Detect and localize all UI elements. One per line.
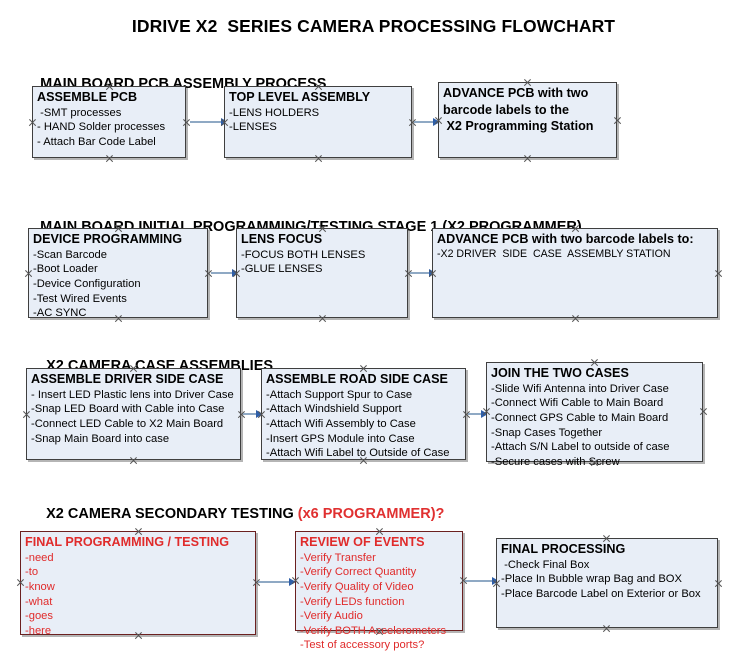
- process-box-final-processing[interactable]: FINAL PROCESSING -Check Final Box -Place…: [496, 538, 718, 628]
- box-line: -Verify BOTH Accelerometers: [300, 624, 447, 637]
- box-line-overflow: -Test of accessory ports?: [300, 639, 425, 652]
- box-line: -Slide Wifi Antenna into Driver Case: [491, 382, 669, 395]
- process-box-device-programming[interactable]: DEVICE PROGRAMMING -Scan Barcode -Boot L…: [28, 228, 208, 321]
- box-line: barcode labels to the: [443, 102, 569, 117]
- box-line: - HAND Solder processes: [37, 121, 166, 134]
- box-title: TOP LEVEL ASSEMBLY: [229, 90, 371, 104]
- box-line: -Insert GPS Module into Case: [266, 432, 415, 445]
- box-line: -Snap Main Board into case: [31, 432, 170, 445]
- box-line: -X2 DRIVER SIDE CASE ASSEMBLY STATION: [437, 247, 671, 260]
- box-title: JOIN THE TWO CASES: [491, 366, 629, 380]
- arrow-connector: [414, 117, 440, 127]
- box-title: FINAL PROCESSING: [501, 542, 626, 556]
- box-line: - Attach Bar Code Label: [37, 135, 156, 148]
- box-title: REVIEW OF EVENTS: [300, 535, 425, 549]
- process-box-lens-focus[interactable]: LENS FOCUS -FOCUS BOTH LENSES -GLUE LENS…: [236, 228, 408, 318]
- box-line: -FOCUS BOTH LENSES: [241, 248, 366, 261]
- box-title: FINAL PROGRAMMING / TESTING: [25, 535, 230, 549]
- box-line: -Snap Cases Together: [491, 426, 603, 439]
- box-line: -what: [25, 595, 53, 608]
- box-line: -Verify Correct Quantity: [300, 566, 417, 579]
- arrow-connector: [190, 117, 228, 127]
- arrow-connector: [468, 409, 488, 419]
- process-box-review-of-events[interactable]: REVIEW OF EVENTS -Verify Transfer -Verif…: [295, 531, 463, 651]
- box-line: -Place In Bubble wrap Bag and BOX: [501, 573, 682, 586]
- box-line: -Verify Audio: [300, 610, 363, 623]
- box-line: -GLUE LENSES: [241, 263, 323, 276]
- box-line: -need: [25, 551, 54, 564]
- box-line: -Boot Loader: [33, 263, 98, 276]
- arrow-connector: [258, 577, 296, 587]
- box-title: ADVANCE PCB with two barcode labels to:: [437, 232, 694, 246]
- box-line: -Attach S/N Label to outside of case: [491, 441, 670, 454]
- box-lines: -Check Final Box -Place In Bubble wrap B…: [501, 558, 714, 602]
- box-lines: -LENS HOLDERS -LENSES: [229, 106, 408, 135]
- box-line: -Scan Barcode: [33, 248, 108, 261]
- box-line: -to: [25, 566, 39, 579]
- box-line: -Verify Quality of Video: [300, 580, 414, 593]
- box-lines: -Attach Support Spur to Case -Attach Win…: [266, 388, 462, 461]
- box-line: -Check Final Box: [501, 558, 590, 571]
- process-box-top-level-assembly[interactable]: TOP LEVEL ASSEMBLY -LENS HOLDERS -LENSES: [224, 86, 412, 158]
- box-line: -goes: [25, 610, 53, 623]
- box-line: -Snap LED Board with Cable into Case: [31, 403, 225, 416]
- section-heading-text: X2 CAMERA SECONDARY TESTING: [46, 506, 298, 522]
- box-lines: barcode labels to the X2 Programming Sta…: [443, 102, 613, 135]
- box-title: LENS FOCUS: [241, 232, 323, 246]
- box-line: -Verify LEDs function: [300, 595, 405, 608]
- section-heading-x2-camera-secondary-testing: X2 CAMERA SECONDARY TESTING (x6 PROGRAMM…: [30, 490, 444, 538]
- process-box-assemble-driver-side-case[interactable]: ASSEMBLE DRIVER SIDE CASE - Insert LED P…: [26, 368, 241, 460]
- box-line: -SMT processes: [37, 106, 122, 119]
- section-heading-accent: (x6 PROGRAMMER)?: [297, 506, 445, 522]
- box-title: ADVANCE PCB with two: [443, 86, 589, 100]
- arrow-connector: [211, 268, 239, 278]
- box-line: -know: [25, 580, 55, 593]
- process-box-final-programming-testing[interactable]: FINAL PROGRAMMING / TESTING -need -to -k…: [20, 531, 256, 638]
- box-line: -Device Configuration: [33, 277, 141, 290]
- process-box-advance-pcb-driver-side-case[interactable]: ADVANCE PCB with two barcode labels to: …: [432, 228, 718, 318]
- box-line: -Attach Windshield Support: [266, 403, 402, 416]
- arrow-connector: [465, 576, 499, 586]
- process-box-join-the-two-cases[interactable]: JOIN THE TWO CASES -Slide Wifi Antenna i…: [486, 362, 703, 468]
- process-box-assemble-pcb[interactable]: ASSEMBLE PCB -SMT processes - HAND Solde…: [32, 86, 186, 158]
- box-lines: -Scan Barcode -Boot Loader -Device Confi…: [33, 248, 204, 321]
- box-lines: -need -to -know -what -goes -here: [25, 551, 252, 638]
- box-line: -LENSES: [229, 121, 277, 134]
- box-line: -AC SYNC: [33, 307, 87, 320]
- box-lines: - Insert LED Plastic lens into Driver Ca…: [31, 388, 237, 446]
- box-lines: -Slide Wifi Antenna into Driver Case -Co…: [491, 382, 699, 469]
- box-line: -Attach Wifi Assembly to Case: [266, 417, 416, 430]
- box-line: -Verify Transfer: [300, 551, 376, 564]
- box-line: -Place Barcode Label on Exterior or Box: [501, 587, 701, 600]
- arrow-connector: [243, 409, 263, 419]
- box-line: X2 Programming Station: [443, 119, 594, 134]
- box-lines: -X2 DRIVER SIDE CASE ASSEMBLY STATION: [437, 248, 714, 262]
- box-line: -LENS HOLDERS: [229, 106, 320, 119]
- box-title: ASSEMBLE DRIVER SIDE CASE: [31, 372, 224, 386]
- box-line: -Connect Wifi Cable to Main Board: [491, 397, 664, 410]
- box-title: ASSEMBLE ROAD SIDE CASE: [266, 372, 448, 386]
- box-title: DEVICE PROGRAMMING: [33, 232, 183, 246]
- box-line: -Attach Support Spur to Case: [266, 388, 413, 401]
- process-box-assemble-road-side-case[interactable]: ASSEMBLE ROAD SIDE CASE -Attach Support …: [261, 368, 466, 460]
- process-box-advance-pcb-programming-station[interactable]: ADVANCE PCB with two barcode labels to t…: [438, 82, 617, 158]
- box-line: - Insert LED Plastic lens into Driver Ca…: [31, 388, 234, 401]
- page-title: IDRIVE X2 SERIES CAMERA PROCESSING FLOWC…: [131, 16, 616, 36]
- box-title: ASSEMBLE PCB: [37, 90, 138, 104]
- box-lines: -FOCUS BOTH LENSES -GLUE LENSES: [241, 248, 404, 277]
- box-lines: -Verify Transfer -Verify Correct Quantit…: [300, 551, 459, 653]
- box-line: -Connect GPS Cable to Main Board: [491, 411, 669, 424]
- box-line: -Attach Wifi Label to Outside of Case: [266, 447, 450, 460]
- box-line: -Test Wired Events: [33, 292, 127, 305]
- box-line: -here: [25, 624, 52, 637]
- box-line: -Connect LED Cable to X2 Main Board: [31, 417, 224, 430]
- box-line: -Secure cases with Screw: [491, 455, 620, 468]
- box-lines: -SMT processes - HAND Solder processes -…: [37, 106, 182, 150]
